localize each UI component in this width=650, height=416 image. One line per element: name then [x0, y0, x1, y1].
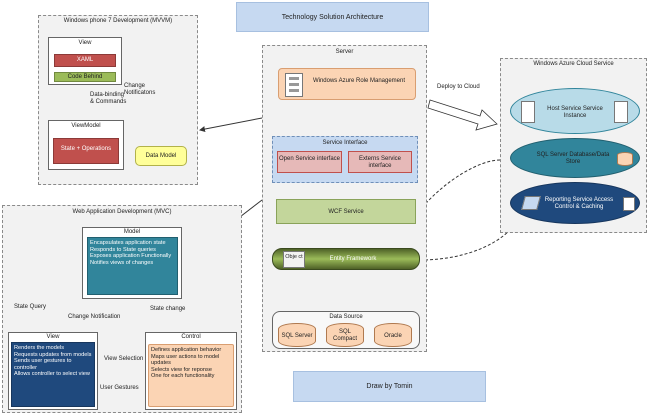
- control-item-list: Defines application behavior Maps user a…: [151, 347, 231, 380]
- arrow-deploy: [427, 99, 498, 131]
- model-item: Encapsulates application state: [90, 240, 166, 246]
- view-item: Requests updates from models: [14, 351, 92, 358]
- data-model-box: Data Model: [135, 146, 187, 166]
- open-service-box: Open Service interface: [277, 151, 342, 173]
- view-label: View: [46, 334, 60, 340]
- service-interface-label: Service Interface: [322, 140, 368, 146]
- code-behind-label: Code Behind: [67, 74, 103, 80]
- document-icon: [623, 197, 635, 211]
- database-icon: [617, 152, 633, 166]
- title-banner: Technology Solution Architecture: [236, 2, 429, 32]
- externs-service-box: Externs Service interface: [348, 151, 412, 173]
- role-management-label: Windows Azure Role Management: [312, 78, 406, 84]
- entity-framework-label: Entity Framework: [329, 256, 377, 262]
- arrow-server-to-wp7: [199, 117, 263, 132]
- entity-framework-box: Obje ct Entity Framework: [272, 248, 420, 270]
- credit-label: Draw by Tomin: [366, 383, 413, 390]
- view-item: Sends user gestures to controller: [14, 358, 72, 371]
- role-management-box: Windows Azure Role Management: [278, 68, 416, 100]
- state-change-label: State change: [150, 306, 186, 312]
- model-item: Notifies views of changes: [90, 259, 154, 266]
- wcf-service-box: WCF Service: [276, 199, 416, 224]
- reporting-cloud: Reporting Service Access Control & Cachi…: [510, 182, 640, 224]
- host-server-icon: [521, 101, 535, 123]
- view-items-box: Renders the models Requests updates from…: [11, 342, 95, 407]
- control-items-box: Defines application behavior Maps user a…: [148, 344, 234, 407]
- credit-banner: Draw by Tomin: [293, 371, 486, 402]
- sql-server-label: SQL Server: [281, 333, 313, 339]
- host-server-icon-right: [614, 101, 628, 123]
- sql-cloud: SQL Server Database/Data Store: [510, 138, 640, 178]
- arrow-cloud-to-server: [419, 159, 501, 211]
- state-ops-box: State + Operations: [53, 138, 119, 164]
- view-item-list: Renders the models Requests updates from…: [14, 345, 92, 378]
- control-item: Defines application behavior: [151, 347, 222, 353]
- model-item: Responds to State queries: [90, 246, 156, 253]
- control-item: One for each functionality: [151, 373, 215, 380]
- sql-cloud-label: SQL Server Database/Data Store: [536, 152, 610, 165]
- oracle-label: Oracle: [384, 333, 402, 339]
- user-gestures-label: User Gestures: [100, 385, 139, 391]
- control-item: Selects view for reponse: [151, 366, 212, 373]
- server-title: Server: [335, 49, 354, 55]
- wp7-view-label: View: [78, 40, 92, 46]
- model-item-list: Encapsulates application state Responds …: [90, 240, 175, 266]
- state-ops-label: State + Operations: [60, 146, 112, 152]
- model-label: Model: [123, 229, 141, 235]
- model-item: Exposes application Functionally: [90, 253, 172, 260]
- view-item: Renders the models: [14, 345, 65, 351]
- reporting-label: Reporting Service Access Control & Cachi…: [544, 197, 614, 210]
- code-behind-box: Code Behind: [54, 72, 116, 82]
- xaml-box: XAML: [54, 54, 116, 67]
- oracle-cylinder: Oracle: [374, 323, 412, 347]
- xaml-label: XAML: [76, 57, 94, 63]
- data-binding-label: Data-binding & Commands: [90, 92, 127, 105]
- state-query-label: State Query: [14, 304, 47, 310]
- wp7-title: Windows phone 7 Development (MVVM): [63, 18, 173, 24]
- sql-compact-cylinder: SQL Compact: [326, 323, 364, 347]
- change-notification-label: Change Notification: [68, 314, 121, 320]
- open-service-label: Open Service interface: [278, 156, 341, 162]
- deploy-label: Deploy to Cloud: [437, 84, 480, 90]
- azure-title: Windows Azure Cloud Service: [533, 61, 614, 67]
- web-title: Web Application Development (MVC): [72, 209, 172, 215]
- view-selection-label: View Selection: [104, 356, 144, 362]
- change-notifications-label: Change Notificatons: [124, 83, 156, 96]
- externs-service-label: Externs Service interface: [358, 156, 401, 169]
- data-model-label: Data Model: [145, 153, 177, 159]
- model-items-box: Encapsulates application state Responds …: [87, 237, 178, 295]
- host-service-cloud: Host Service Service Instance: [510, 88, 640, 134]
- data-source-label: Data Source: [329, 314, 363, 320]
- wcf-service-label: WCF Service: [328, 209, 364, 215]
- control-label: Control: [181, 334, 201, 340]
- host-service-label: Host Service Service Instance: [547, 106, 603, 119]
- object-label: Obje ct: [285, 254, 303, 260]
- control-item: Maps user actions to model updates: [151, 353, 220, 367]
- sql-server-cylinder: SQL Server: [278, 323, 316, 347]
- server-icon: [285, 73, 303, 97]
- diagram-title: Technology Solution Architecture: [281, 13, 384, 21]
- object-tag: Obje ct: [283, 251, 305, 268]
- view-item: Allows controller to select view: [14, 371, 90, 378]
- sql-compact-label: SQL Compact: [332, 329, 357, 342]
- viewmodel-label: ViewModel: [71, 123, 101, 129]
